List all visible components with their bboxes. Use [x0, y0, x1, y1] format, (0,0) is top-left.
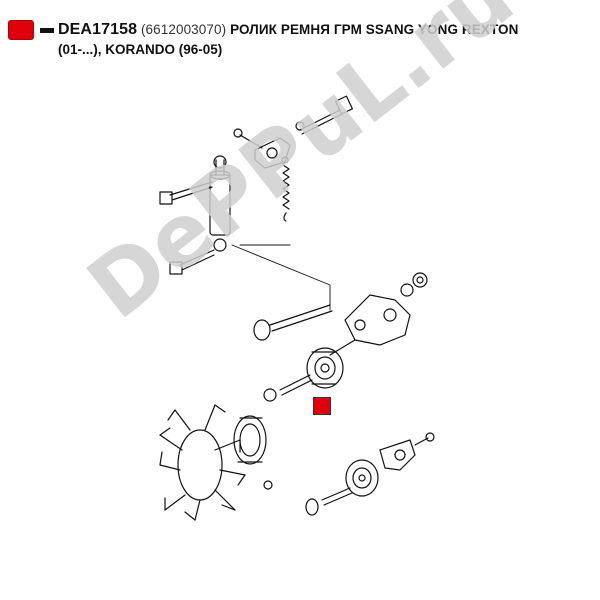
pulley-bolt [263, 374, 313, 402]
upper-bracket [233, 128, 291, 169]
idler-pulley [306, 347, 344, 389]
fan-clutch [233, 415, 267, 465]
lower-tensioner-bracket [379, 432, 435, 471]
title-line: DEA17158 (6612003070) РОЛИК РЕМНЯ ГРМ SS… [58, 21, 519, 39]
oem-number: (6612003070) [140, 22, 227, 37]
part-description-line2: (01-...), KORANDO (96-05) [58, 42, 223, 57]
legend-dash [40, 28, 54, 33]
pivot-bolt [253, 304, 333, 341]
fan-bolt [263, 480, 273, 490]
damper-bolt-lower [169, 249, 215, 275]
legend-red-marker [8, 20, 34, 40]
damper-cylinder [209, 155, 231, 252]
damper-bolt-upper [159, 181, 213, 205]
washer-nut [400, 272, 428, 297]
lower-idler-pulley [345, 459, 379, 497]
tensioner-arm-bracket [329, 294, 411, 356]
part-position-marker [313, 397, 331, 415]
tension-spring [281, 156, 290, 222]
cooling-fan [159, 404, 246, 521]
lower-pulley-bolt [305, 487, 353, 516]
part-description: РОЛИК РЕМНЯ ГРМ SSANG YONG REXTON [230, 22, 519, 37]
part-code: DEA17158 [58, 21, 138, 38]
top-bolt [295, 95, 353, 135]
